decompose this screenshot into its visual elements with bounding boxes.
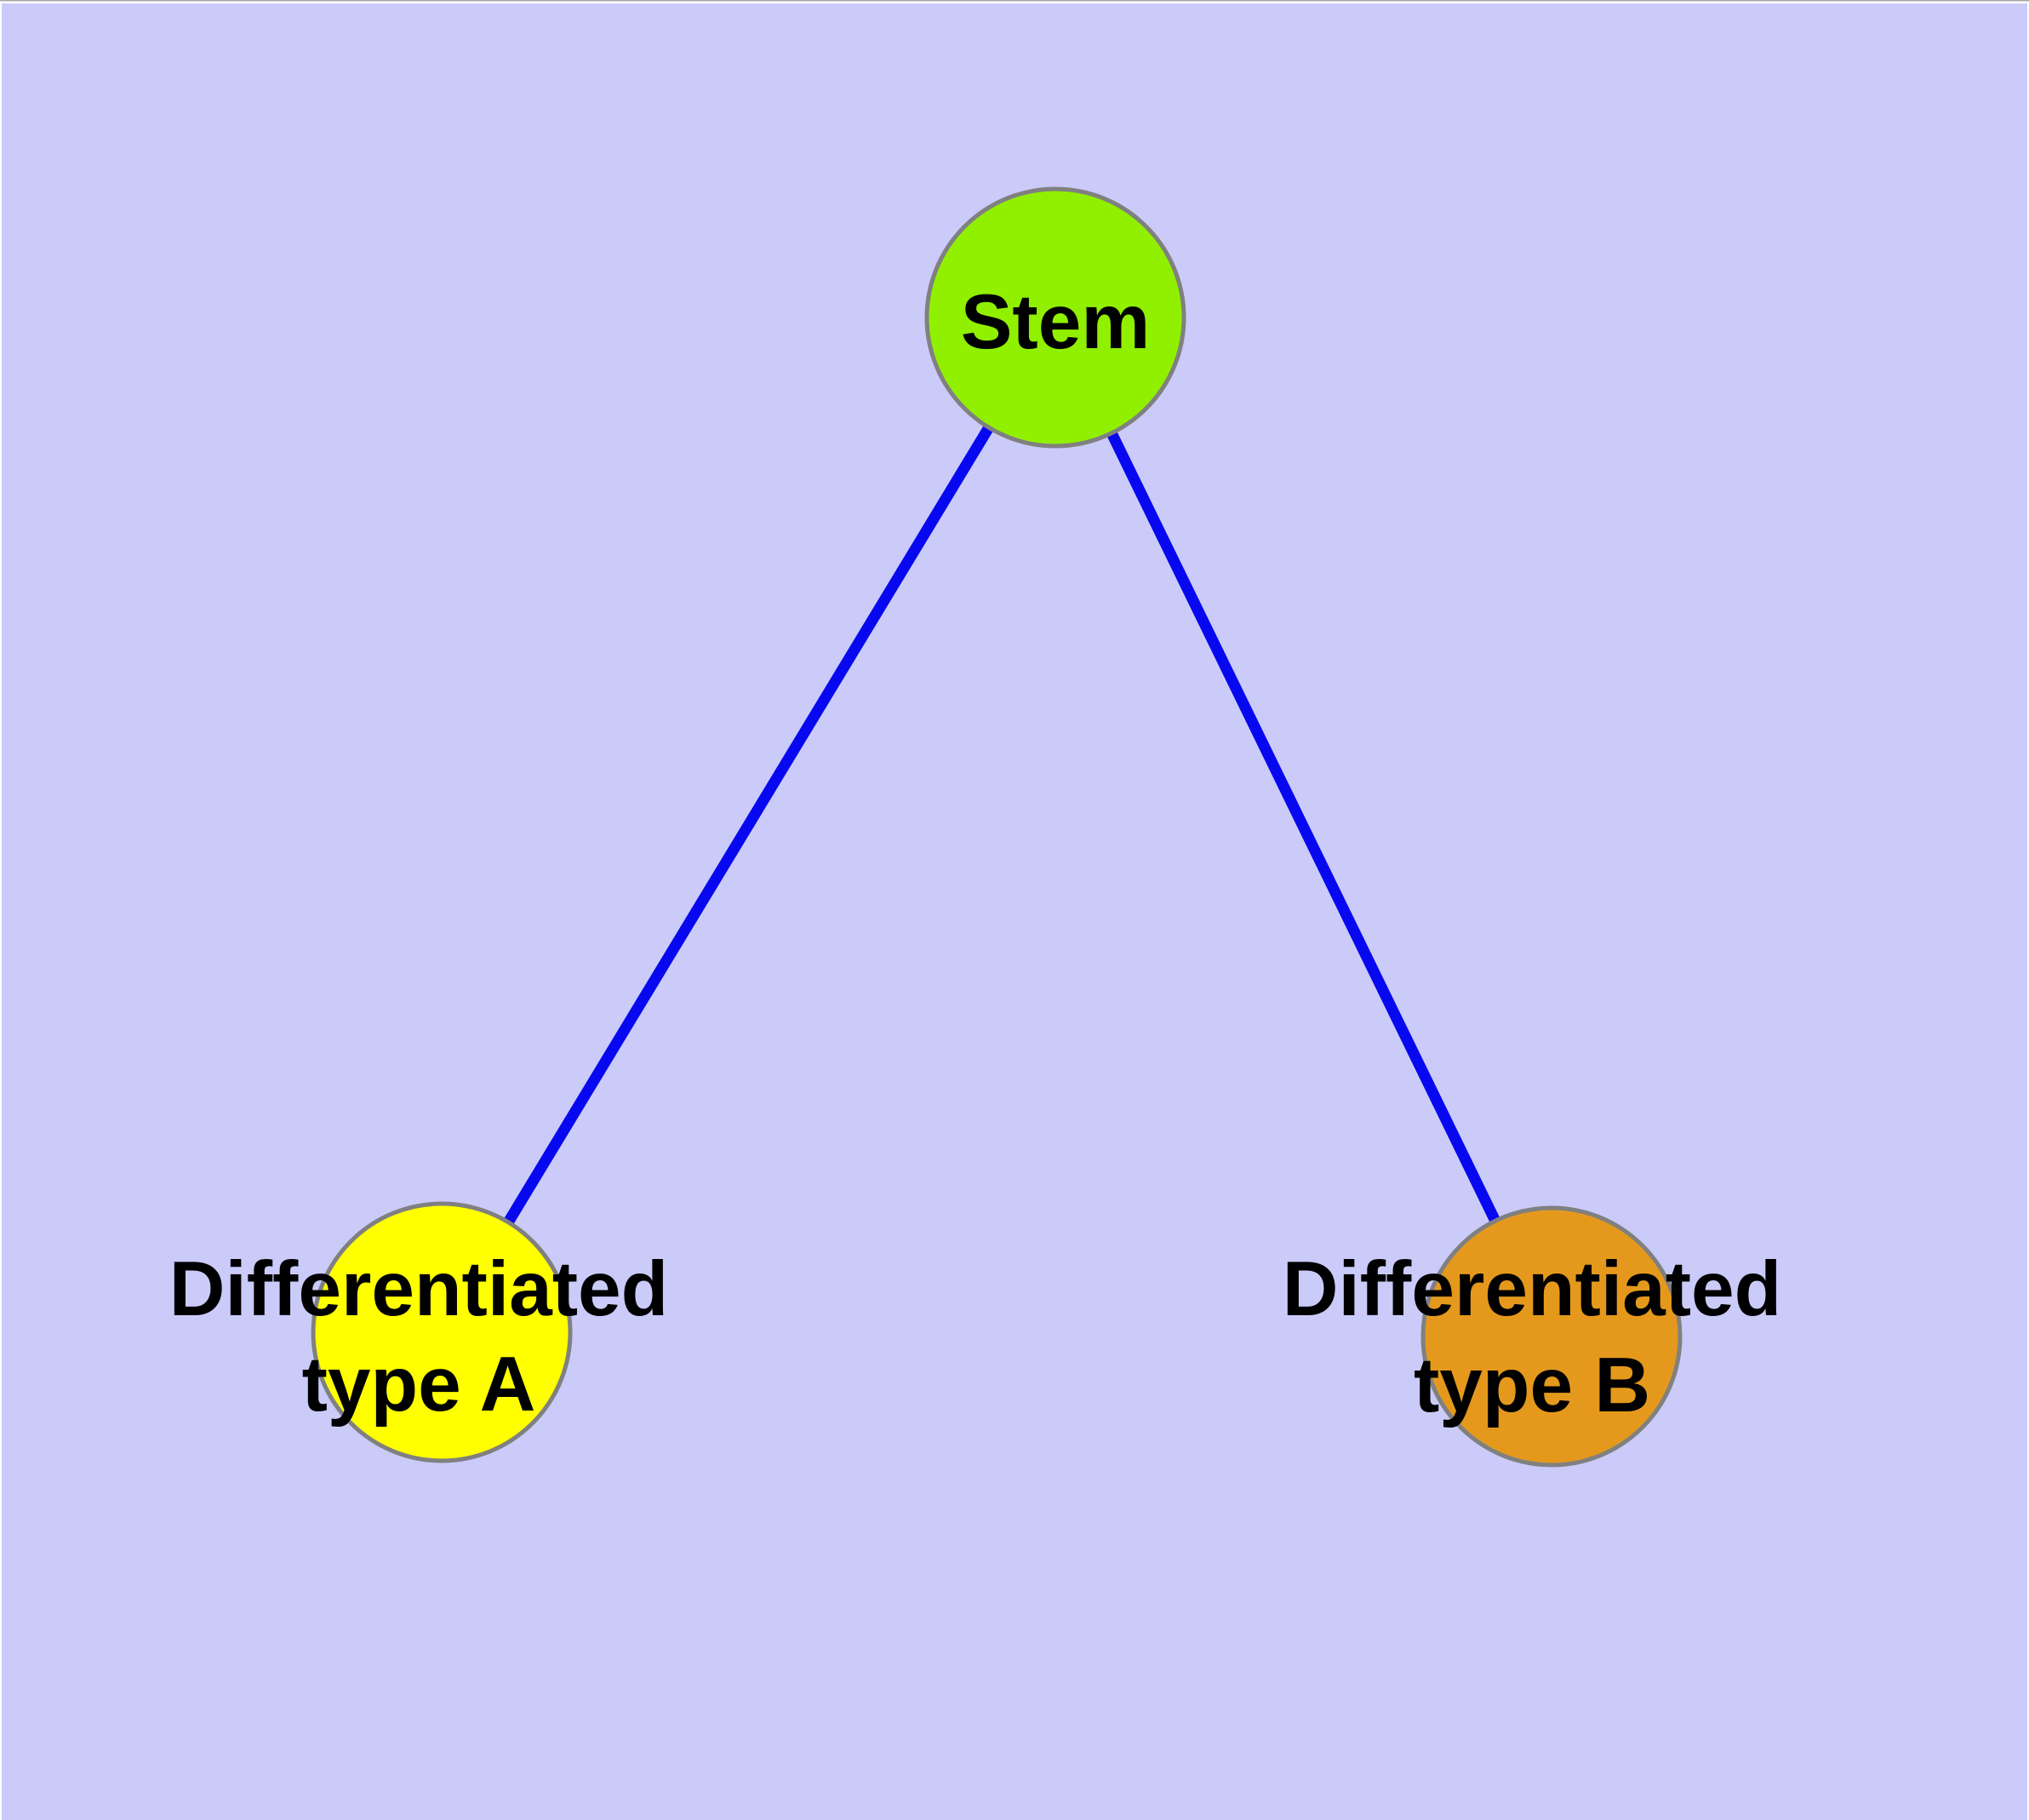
edges-layer (437, 314, 1557, 1339)
top-hairline (0, 0, 2029, 2)
node-stem[interactable] (924, 186, 1186, 449)
node-label-differentiated-type-a-line-2: type A (302, 1342, 536, 1428)
node-differentiated-type-b[interactable] (1420, 1205, 1683, 1468)
node-label-stem-line-1: Stem (961, 279, 1151, 365)
nodes-layer (311, 186, 1683, 1468)
edge-stem-to-differentiated-type-b (1050, 315, 1557, 1339)
node-label-differentiated-type-b-line-2: type B (1414, 1342, 1650, 1428)
node-label-differentiated-type-b-line-1: Differentiated (1283, 1246, 1782, 1332)
node-differentiated-type-a[interactable] (311, 1201, 573, 1463)
node-label-differentiated-type-a-line-1: Differentiated (169, 1246, 669, 1332)
edge-stem-to-differentiated-type-a (437, 314, 1060, 1336)
